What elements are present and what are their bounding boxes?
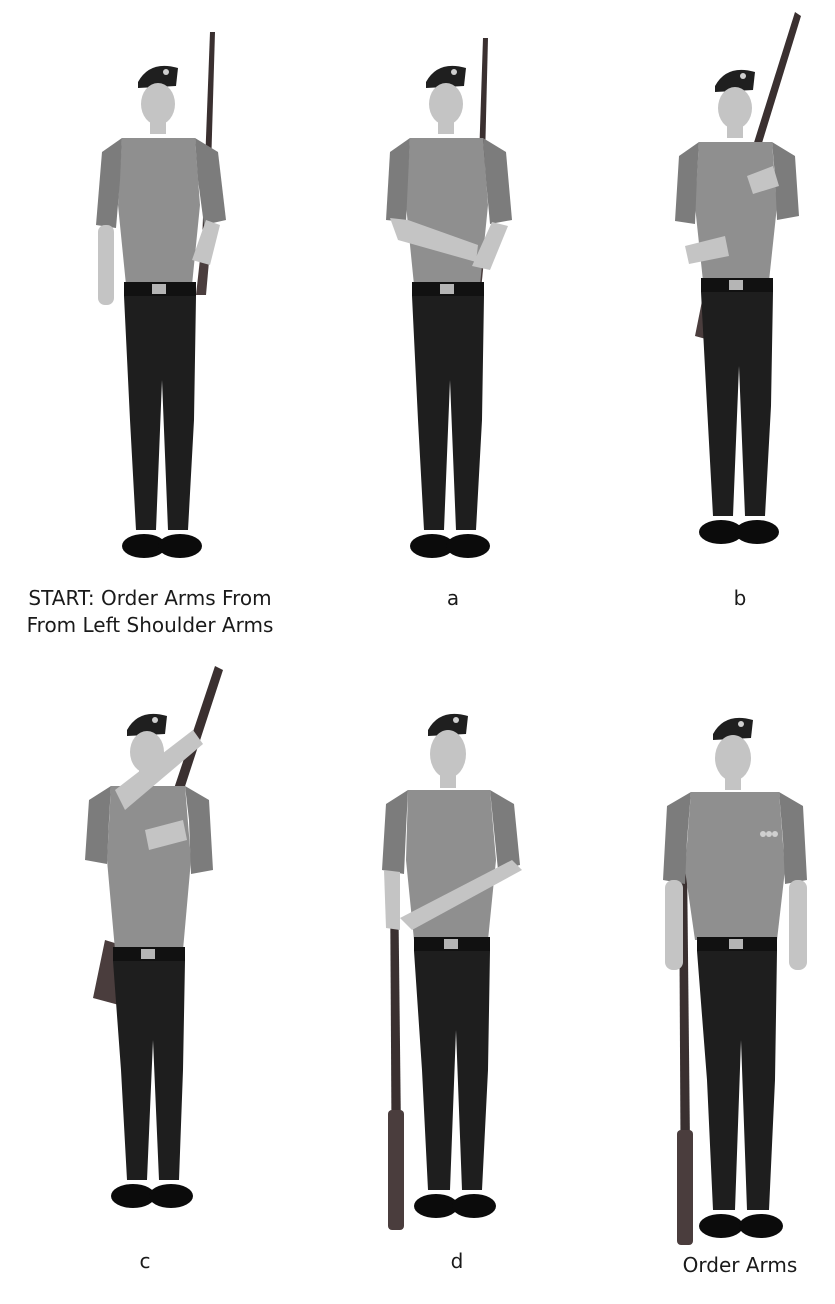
soldier-illustration-b bbox=[655, 6, 825, 566]
soldier-illustration-order-arms bbox=[655, 700, 825, 1260]
photo-order-arms bbox=[655, 700, 825, 1260]
photo-step-d bbox=[372, 690, 542, 1250]
photo-step-b bbox=[655, 6, 825, 566]
soldier-illustration-a bbox=[368, 30, 538, 590]
caption-a: a bbox=[368, 585, 538, 612]
soldier-illustration-start bbox=[80, 20, 250, 580]
photo-step-c bbox=[75, 660, 245, 1220]
caption-b: b bbox=[655, 585, 825, 612]
soldier-illustration-c bbox=[75, 660, 245, 1220]
caption-c: c bbox=[60, 1248, 230, 1275]
caption-start-line-1: START: Order Arms From bbox=[0, 585, 300, 612]
photo-step-a bbox=[368, 30, 538, 590]
caption-start-line-2: From Left Shoulder Arms bbox=[0, 612, 300, 639]
caption-order-arms: Order Arms bbox=[655, 1252, 825, 1279]
photo-start-left-shoulder-arms bbox=[80, 20, 250, 580]
caption-d: d bbox=[372, 1248, 542, 1275]
soldier-illustration-d bbox=[372, 690, 542, 1250]
